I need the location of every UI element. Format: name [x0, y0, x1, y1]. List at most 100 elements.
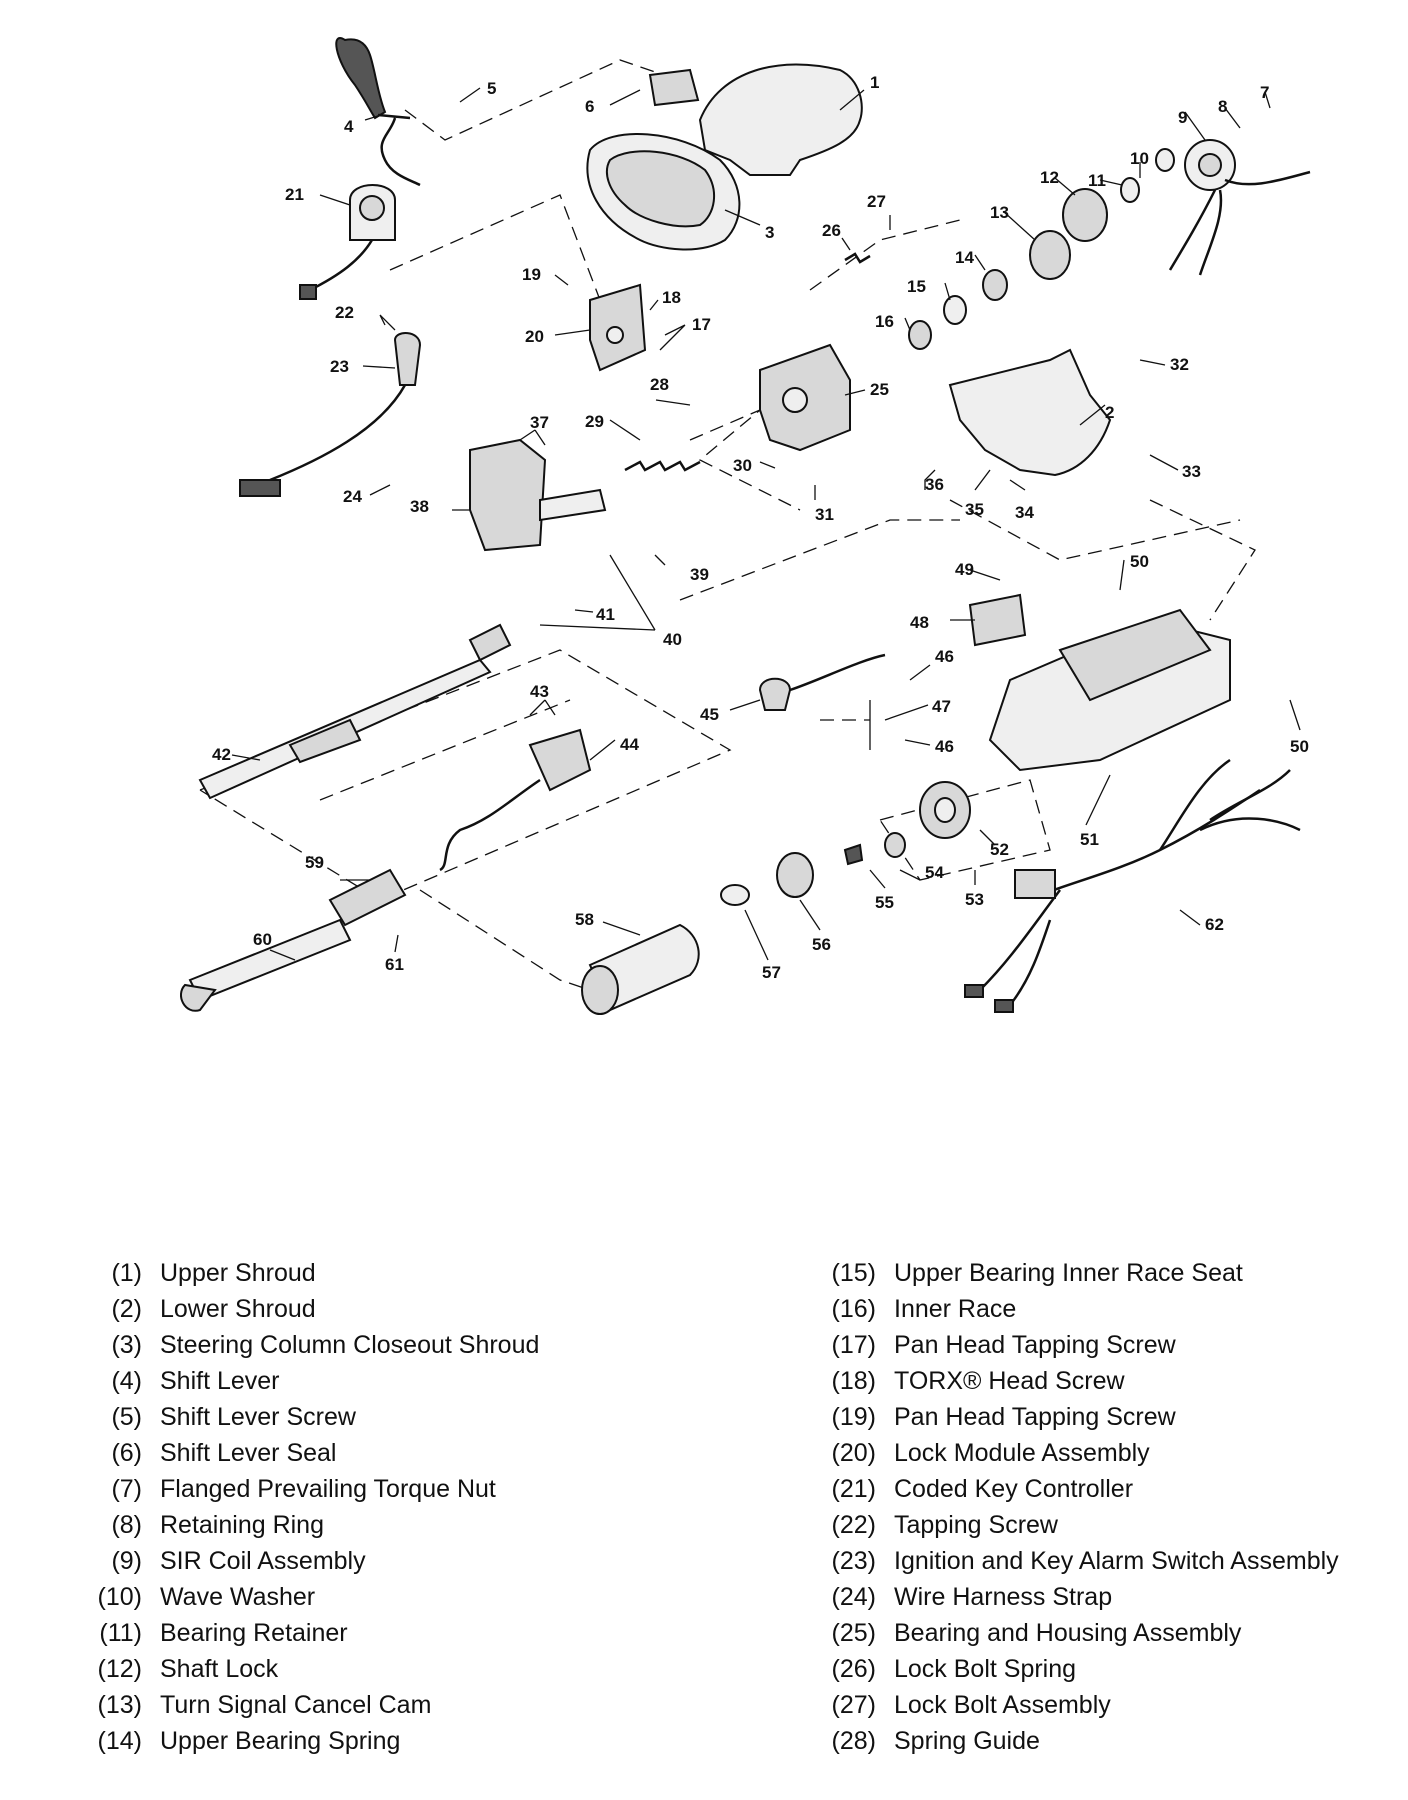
- legend-number: (22): [831, 1511, 876, 1539]
- callout-44: 44: [620, 735, 639, 754]
- callout-32: 32: [1170, 355, 1189, 374]
- legend-part-name: Upper Bearing Spring: [160, 1727, 401, 1755]
- legend-item: (27)Lock Bolt Assembly: [804, 1687, 1339, 1723]
- legend-part-name: Coded Key Controller: [894, 1475, 1134, 1503]
- callout-13: 13: [990, 203, 1009, 222]
- cover-cylinder-part: [581, 923, 700, 1015]
- ignition-switch-part: [239, 332, 422, 497]
- leader-lines: [231, 87, 1301, 961]
- upper-shroud-part: [698, 63, 863, 176]
- legend-item: (8)Retaining Ring: [70, 1507, 539, 1543]
- legend-part-name: Shift Lever Screw: [160, 1403, 356, 1431]
- spring-part: [624, 252, 871, 472]
- callout-30: 30: [733, 456, 752, 475]
- callout-45: 45: [700, 705, 719, 724]
- callout-19: 19: [522, 265, 541, 284]
- lock-module-part: [589, 283, 647, 372]
- legend-item: (1) Upper Shroud: [70, 1255, 539, 1291]
- legend-number: (3): [111, 1331, 142, 1359]
- legend-part-name: Steering Column Closeout Shroud: [160, 1331, 540, 1359]
- callout-22: 22: [335, 303, 354, 322]
- legend-part-name: Pan Head Tapping Screw: [894, 1331, 1176, 1359]
- legend-number: (1): [111, 1259, 142, 1287]
- legend-number: (20): [831, 1439, 876, 1467]
- callout-57: 57: [762, 963, 781, 982]
- legend-number: (8): [111, 1511, 142, 1539]
- callout-21: 21: [285, 185, 304, 204]
- legend-item: (15)Upper Bearing Inner Race Seat: [804, 1255, 1339, 1291]
- callout-43: 43: [530, 682, 549, 701]
- callout-35: 35: [965, 500, 984, 519]
- legend-number: (5): [111, 1403, 142, 1431]
- legend-number: (6): [111, 1439, 142, 1467]
- callout-39: 39: [690, 565, 709, 584]
- legend-number: (26): [831, 1655, 876, 1683]
- sir-coil-part: [1168, 139, 1311, 276]
- legend-item: (12)Shaft Lock: [70, 1651, 539, 1687]
- callout-3: 3: [765, 223, 774, 242]
- intermediate-shaft-part: [180, 868, 407, 1012]
- callout-29: 29: [585, 412, 604, 431]
- legend-number: (10): [97, 1583, 142, 1611]
- legend-part-name: Lock Bolt Assembly: [894, 1691, 1111, 1719]
- callout-24: 24: [343, 487, 362, 506]
- callout-61: 61: [385, 955, 404, 974]
- callout-36: 36: [925, 475, 944, 494]
- legend-part-name: Inner Race: [894, 1295, 1017, 1323]
- legend-item: (23) Ignition and Key Alarm Switch Assemb…: [804, 1543, 1339, 1579]
- callout-7: 7: [1260, 83, 1269, 102]
- callout-10: 10: [1130, 149, 1149, 168]
- legend-part-name: Bearing and Housing Assembly: [894, 1619, 1242, 1647]
- legend-part-name: Shaft Lock: [160, 1655, 279, 1683]
- legend-part-name: Upper Shroud: [160, 1259, 316, 1287]
- callout-50: 50: [1130, 552, 1149, 571]
- callout-15: 15: [907, 277, 926, 296]
- legend-number: (15): [831, 1259, 876, 1287]
- closeout-shroud-part: [586, 133, 741, 251]
- legend-part-name: Ignition and Key Alarm Switch Assembly: [894, 1547, 1339, 1575]
- legend-number: (11): [99, 1619, 142, 1647]
- callout-34: 34: [1015, 503, 1034, 522]
- callout-31: 31: [815, 505, 834, 524]
- callout-6: 6: [585, 97, 594, 116]
- callout-60: 60: [253, 930, 272, 949]
- tilt-wire-part: [439, 728, 592, 872]
- legend-item: (4)Shift Lever: [70, 1363, 539, 1399]
- legend-number: (21): [831, 1475, 876, 1503]
- assembly-guide-lines: [199, 59, 1256, 991]
- legend-part-name: Bearing Retainer: [160, 1619, 348, 1647]
- callout-58: 58: [575, 910, 594, 929]
- bearing-housing-part: [759, 343, 851, 452]
- legend-item: (7)Flanged Prevailing Torque Nut: [70, 1471, 539, 1507]
- legend-part-name: SIR Coil Assembly: [160, 1547, 366, 1575]
- callout-23: 23: [330, 357, 349, 376]
- callout-55: 55: [875, 893, 894, 912]
- switch-assembly-part: [469, 438, 607, 552]
- callout-1: 1: [870, 73, 879, 92]
- callout-20: 20: [525, 327, 544, 346]
- shift-lever-seal-part: [648, 68, 700, 107]
- callout-56: 56: [812, 935, 831, 954]
- legend-part-name: Wave Washer: [160, 1583, 316, 1611]
- callout-51: 51: [1080, 830, 1099, 849]
- legend-number: (9): [111, 1547, 142, 1575]
- legend-number: (7): [111, 1475, 142, 1503]
- callout-48: 48: [910, 613, 929, 632]
- callout-11: 11: [1088, 171, 1106, 190]
- legend-item: (20) Lock Module Assembly: [804, 1435, 1339, 1471]
- callout-42: 42: [212, 745, 231, 764]
- callout-12: 12: [1040, 168, 1059, 187]
- legend-item: (5) Shift Lever Screw: [70, 1399, 539, 1435]
- callout-59: 59: [305, 853, 324, 872]
- legend-part-name: Shift Lever: [160, 1367, 280, 1395]
- callout-62: 62: [1205, 915, 1224, 934]
- callout-26: 26: [822, 221, 841, 240]
- legend-item: (10) Wave Washer: [70, 1579, 539, 1615]
- legend-part-name: Lock Module Assembly: [894, 1439, 1150, 1467]
- legend-number: (23): [831, 1547, 876, 1575]
- callout-52: 52: [990, 840, 1009, 859]
- wiring-harness-part: [964, 758, 1301, 1013]
- legend-item: (11) Bearing Retainer: [70, 1615, 539, 1651]
- switch-bracket-part: [968, 593, 1027, 647]
- callout-54: 54: [925, 863, 944, 882]
